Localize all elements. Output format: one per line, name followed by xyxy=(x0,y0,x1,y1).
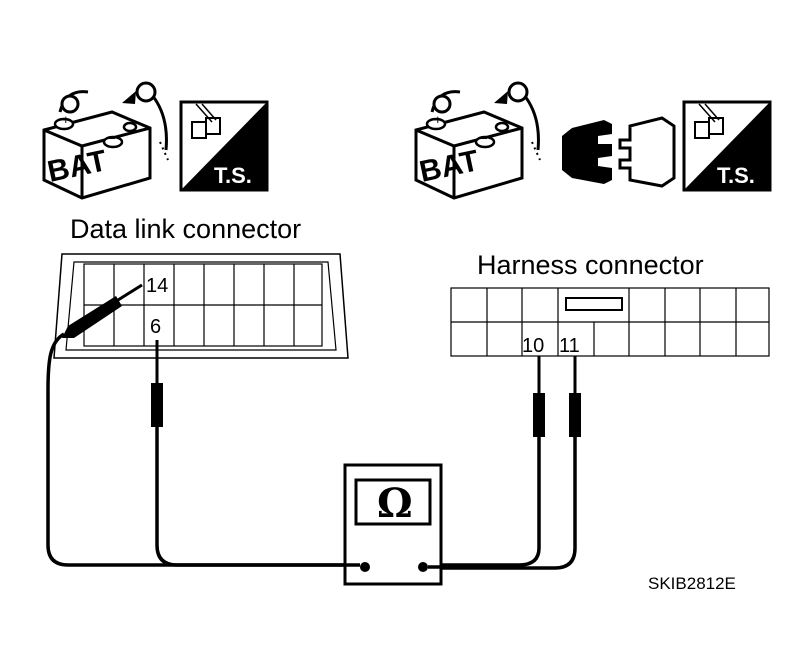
probe-lead-pin-11 xyxy=(440,356,581,570)
test-symbol-label: T.S. xyxy=(214,163,252,188)
figure-id: SKIB2812E xyxy=(648,574,736,593)
data-link-connector-label: Data link connector xyxy=(70,214,301,244)
harness-connector: 10 11 xyxy=(450,287,770,357)
pin-label-11: 11 xyxy=(559,335,580,357)
harness-connector-label: Harness connector xyxy=(477,250,704,280)
ohmmeter-terminal-left xyxy=(360,562,370,572)
pin-label-10: 10 xyxy=(522,335,544,357)
svg-text:−: − xyxy=(480,131,488,146)
svg-text:+: + xyxy=(62,112,70,127)
ohm-symbol: Ω xyxy=(377,480,413,527)
battery-disconnect-icon-right: + − BAT xyxy=(414,81,541,200)
test-symbol-icon-left: T.S. xyxy=(179,100,269,192)
data-link-connector: 14 6 xyxy=(53,253,349,359)
battery-disconnect-icon-left: + − BAT xyxy=(42,81,169,200)
test-symbol-icon-right: T.S. xyxy=(682,100,772,192)
connector-disconnect-icon xyxy=(562,116,676,188)
pin-label-6: 6 xyxy=(150,316,161,338)
ohmmeter-icon: Ω xyxy=(343,463,443,586)
probe-lead-pin-10 xyxy=(440,356,545,567)
svg-text:−: − xyxy=(108,131,116,146)
pin-label-14: 14 xyxy=(146,275,168,297)
probe-lead-pin-14 xyxy=(46,283,345,567)
svg-text:+: + xyxy=(434,112,442,127)
probe-lead-pin-6 xyxy=(151,340,345,567)
test-symbol-label-right: T.S. xyxy=(717,163,755,188)
ohmmeter-terminal-right xyxy=(418,562,428,572)
